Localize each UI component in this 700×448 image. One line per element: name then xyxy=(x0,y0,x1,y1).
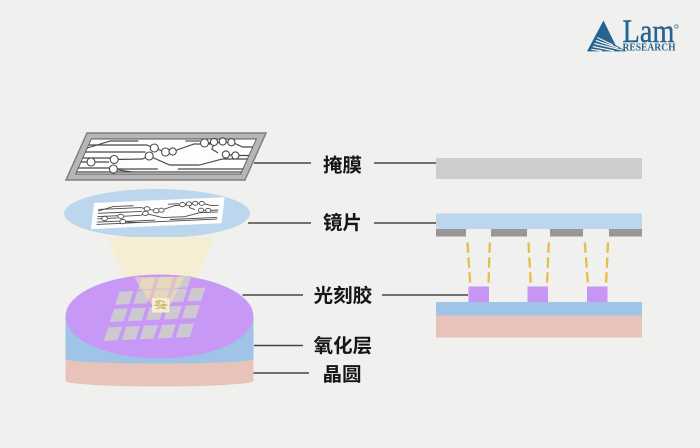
svg-text:RESEARCH: RESEARCH xyxy=(623,43,676,54)
svg-text:Lam: Lam xyxy=(623,14,675,50)
